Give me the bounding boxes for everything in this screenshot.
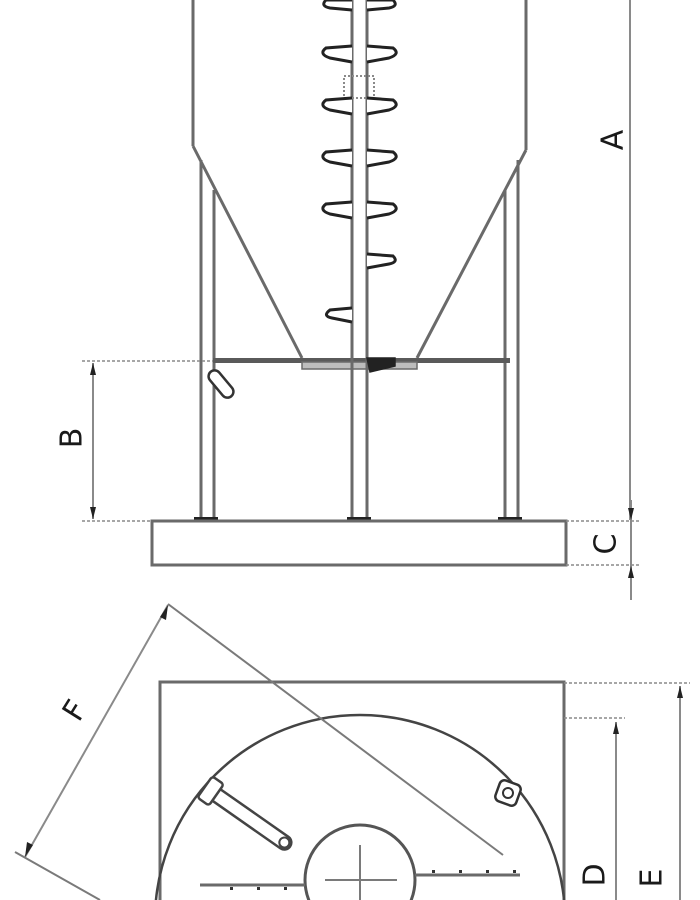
dim-ext-f-bottom	[14, 851, 101, 900]
plan-outlet-fitting	[494, 779, 522, 807]
base-frame	[150, 519, 568, 567]
outlet-plate	[301, 361, 418, 370]
dim-label-a: A	[595, 129, 631, 151]
hopper-cone-left	[191, 145, 304, 359]
plan-shaft-circle	[303, 823, 417, 900]
plan-tank-circle	[154, 713, 566, 900]
side-view	[150, 0, 568, 567]
drain-pipe	[207, 369, 235, 399]
plan-inlet-pipe	[197, 776, 293, 851]
dim-label-e: E	[634, 868, 670, 888]
bolt-dots	[230, 870, 516, 890]
dim-line-f	[24, 604, 169, 858]
dim-label-d: D	[577, 863, 613, 887]
plan-base-frame	[158, 680, 566, 900]
shaft-coupling	[343, 75, 375, 99]
hopper-cone-right	[415, 149, 528, 359]
side-dimensions	[82, 0, 640, 600]
dim-label-c: C	[588, 533, 624, 555]
cross-beam	[213, 358, 510, 363]
plan-view	[154, 680, 566, 900]
auger-flights	[321, 0, 398, 373]
dim-label-b: B	[54, 427, 90, 449]
plan-dimensions	[14, 603, 690, 900]
dim-ext-f-top	[167, 603, 504, 856]
